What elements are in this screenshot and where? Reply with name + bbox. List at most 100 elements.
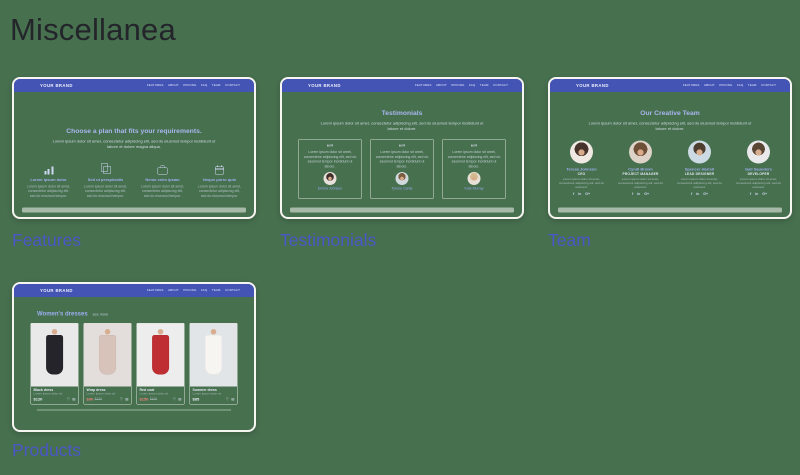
- product-card: Black dress Lorem ipsum dolor sit $120: [30, 323, 79, 405]
- product-old-price: $120: [94, 397, 102, 402]
- quote-icon: “”: [326, 143, 334, 151]
- nav-item: PRICING: [719, 84, 733, 87]
- product-meta: Lorem ipsum dolor sit: [33, 392, 63, 396]
- product-card: Summer dress Lorem ipsum dolor sit $85: [189, 323, 238, 405]
- feature-text: Lorem ipsum dolor sit amet, consectetur …: [26, 184, 71, 198]
- preview-nav-bar: YOUR BRAND FEATURES ABOUT PRICING FAQ TE…: [14, 284, 254, 297]
- product-meta: Lorem ipsum dolor sit: [86, 392, 116, 396]
- nav-item: ABOUT: [703, 84, 715, 87]
- testimonials-preview: YOUR BRAND FEATURES ABOUT PRICING FAQ TE…: [282, 79, 522, 217]
- features-heading: Choose a plan that fits your requirement…: [66, 127, 202, 135]
- add-to-cart-icon: [72, 397, 75, 401]
- facebook-icon: f: [690, 192, 693, 196]
- testimonial-quote: Lorem ipsum dolor sit amet, consectetur …: [303, 150, 357, 169]
- team-link[interactable]: Team: [548, 230, 591, 250]
- brand-logo: YOUR BRAND: [308, 83, 341, 88]
- products-block-thumbnail[interactable]: YOUR BRAND FEATURES ABOUT PRICING FAQ TE…: [12, 282, 256, 432]
- nav-item: TEAM: [211, 289, 221, 292]
- avatar: [629, 140, 652, 164]
- member-socials: f in G+: [734, 192, 784, 196]
- testimonials-block-thumbnail[interactable]: YOUR BRAND FEATURES ABOUT PRICING FAQ TE…: [280, 77, 524, 219]
- product-name: Summer dress: [192, 388, 217, 393]
- model-red-coat: [152, 329, 169, 382]
- nav-item: FEATURES: [682, 84, 700, 87]
- nav-item: FEATURES: [414, 84, 432, 87]
- preview-nav-bar: YOUR BRAND FEATURES ABOUT PRICING FAQ TE…: [282, 79, 522, 92]
- member-text: Lorem ipsum dolor sit amet, consectetur …: [735, 178, 782, 190]
- team-member: Gail Saunders DEVELOPER Lorem ipsum dolo…: [734, 140, 784, 196]
- nav-item: FAQ: [468, 84, 476, 87]
- team-block-thumbnail[interactable]: YOUR BRAND FEATURES ABOUT PRICING FAQ TE…: [548, 77, 792, 219]
- facebook-icon: f: [572, 192, 575, 196]
- product-card: Wrap dress Lorem ipsum dolor sit $90 $12…: [83, 323, 132, 405]
- brand-logo: YOUR BRAND: [40, 288, 73, 293]
- product-photo: [31, 323, 78, 387]
- preview-footer: [290, 207, 514, 213]
- avatar: [323, 172, 337, 185]
- products-preview: YOUR BRAND FEATURES ABOUT PRICING FAQ TE…: [14, 284, 254, 430]
- linkedin-icon: in: [578, 192, 582, 196]
- avatar: [688, 140, 711, 164]
- product-sale-price: $150: [139, 397, 149, 402]
- linkedin-icon: in: [696, 192, 700, 196]
- nav-item: FAQ: [736, 84, 744, 87]
- member-socials: f in G+: [675, 192, 725, 196]
- model-wrap-dress: [99, 329, 116, 382]
- brand-logo: YOUR BRAND: [40, 83, 73, 88]
- features-link[interactable]: Features: [12, 230, 82, 250]
- wishlist-heart-icon: [120, 397, 124, 401]
- quote-icon: “”: [398, 143, 406, 151]
- see-more-link: see more: [92, 312, 109, 317]
- preview-nav-menu: FEATURES ABOUT PRICING FAQ TEAM CONTACT: [147, 289, 240, 292]
- testimonials-link[interactable]: Testimonials: [280, 230, 377, 250]
- testimonial-card: “” Lorem ipsum dolor sit amet, consectet…: [442, 139, 506, 199]
- products-heading: Women's dresses: [37, 310, 88, 317]
- team-member: Teresa Johnson CEO Lorem ipsum dolor sit…: [557, 140, 607, 196]
- features-subheading: Lorem ipsum dolor sit amet, consectetur …: [52, 138, 216, 150]
- google-plus-icon: G+: [703, 192, 709, 196]
- preview-nav-menu: FEATURES ABOUT PRICING FAQ TEAM CONTACT: [147, 84, 240, 87]
- testimonial-name: Kate Murray: [464, 187, 484, 191]
- nav-item: FAQ: [200, 84, 208, 87]
- nav-item: FEATURES: [146, 289, 164, 292]
- linkedin-icon: in: [637, 192, 641, 196]
- feature-text: Lorem ipsum dolor sit amet, consectetur …: [140, 184, 185, 198]
- feature-column: Lorem ipsum dolor Lorem ipsum dolor sit …: [26, 162, 72, 199]
- add-to-cart-icon: [178, 397, 181, 401]
- nav-item: TEAM: [479, 84, 489, 87]
- avatar: [570, 140, 593, 164]
- feature-column: Nemo enim ipsam Lorem ipsum dolor sit am…: [140, 162, 186, 199]
- team-preview: YOUR BRAND FEATURES ABOUT PRICING FAQ TE…: [550, 79, 790, 217]
- product-photo: [190, 323, 237, 387]
- facebook-icon: f: [631, 192, 634, 196]
- preview-footer: [558, 207, 782, 213]
- product-name: Black dress: [33, 388, 54, 393]
- nav-item: ABOUT: [435, 84, 447, 87]
- nav-item: ABOUT: [167, 289, 179, 292]
- testimonials-subheading: Lorem ipsum dolor sit amet, consectetur …: [320, 120, 484, 132]
- features-preview: YOUR BRAND FEATURES ABOUT PRICING FAQ TE…: [14, 79, 254, 217]
- bar-chart-icon: [44, 166, 54, 175]
- product-sale-price: $90: [86, 397, 94, 402]
- features-block-thumbnail[interactable]: YOUR BRAND FEATURES ABOUT PRICING FAQ TE…: [12, 77, 256, 219]
- quote-icon: “”: [470, 143, 478, 151]
- testimonial-name: Emma Johnson: [317, 187, 343, 191]
- member-socials: f in G+: [616, 192, 666, 196]
- product-photo: [137, 323, 184, 387]
- product-photo: [84, 323, 131, 387]
- feature-title: Nemo enim ipsam: [145, 177, 180, 183]
- nav-item: CONTACT: [761, 84, 776, 87]
- calendar-icon: [215, 165, 224, 175]
- wishlist-heart-icon: [226, 397, 230, 401]
- product-price: $85: [192, 397, 200, 402]
- team-subheading: Lorem ipsum dolor sit amet, consectetur …: [588, 120, 752, 132]
- products-heading-row: Women's dresses see more: [37, 310, 231, 317]
- nav-item: TEAM: [211, 84, 221, 87]
- nav-item: PRICING: [183, 289, 197, 292]
- feature-text: Lorem ipsum dolor sit amet, consectetur …: [197, 184, 242, 198]
- nav-item: CONTACT: [225, 289, 240, 292]
- testimonial-card: “” Lorem ipsum dolor sit amet, consectet…: [298, 139, 362, 199]
- feature-title: Sed ut perspiciatis: [87, 177, 124, 183]
- nav-item: FEATURES: [146, 84, 164, 87]
- products-link[interactable]: Products: [12, 440, 82, 460]
